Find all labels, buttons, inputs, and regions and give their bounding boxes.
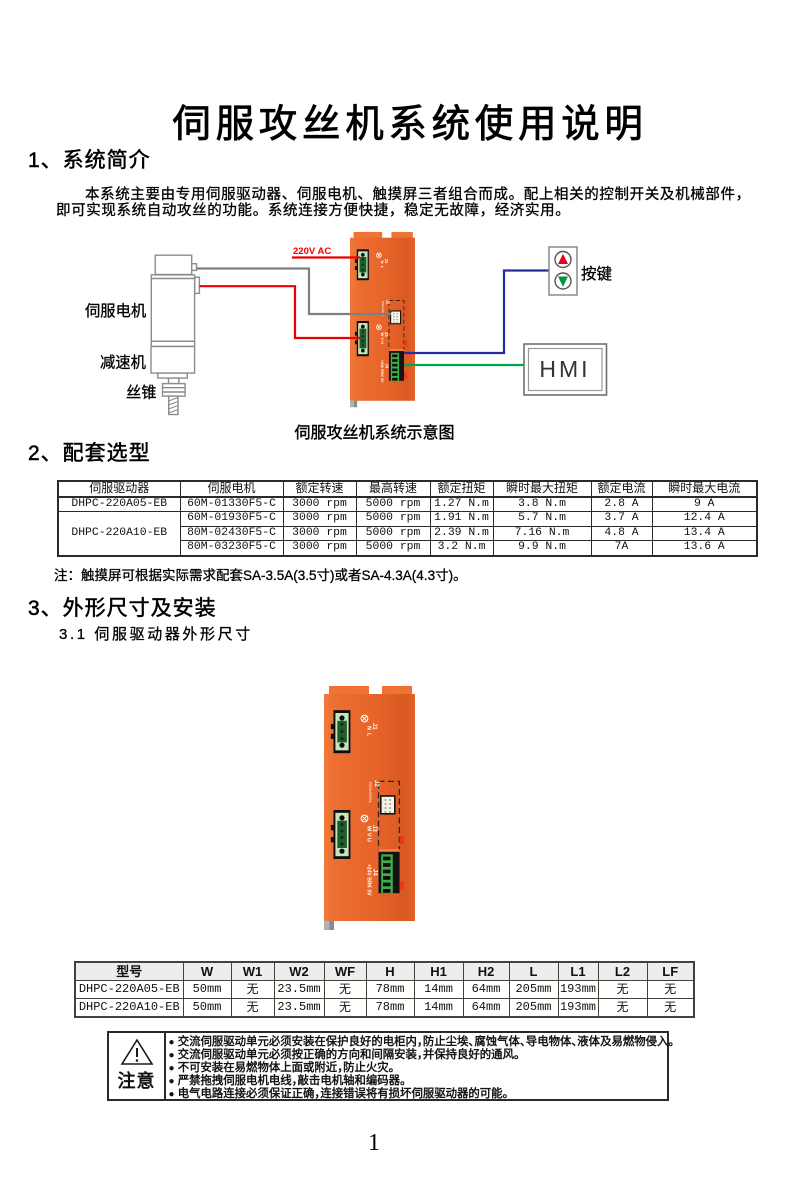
- svg-text:HMI: HMI: [539, 356, 590, 382]
- svg-text:220V AC: 220V AC: [293, 246, 331, 257]
- svg-text:按键: 按键: [581, 265, 612, 283]
- svg-text:伺服电机: 伺服电机: [85, 303, 146, 320]
- svg-text:丝锥: 丝锥: [126, 385, 157, 402]
- svg-text:减速机: 减速机: [100, 355, 146, 372]
